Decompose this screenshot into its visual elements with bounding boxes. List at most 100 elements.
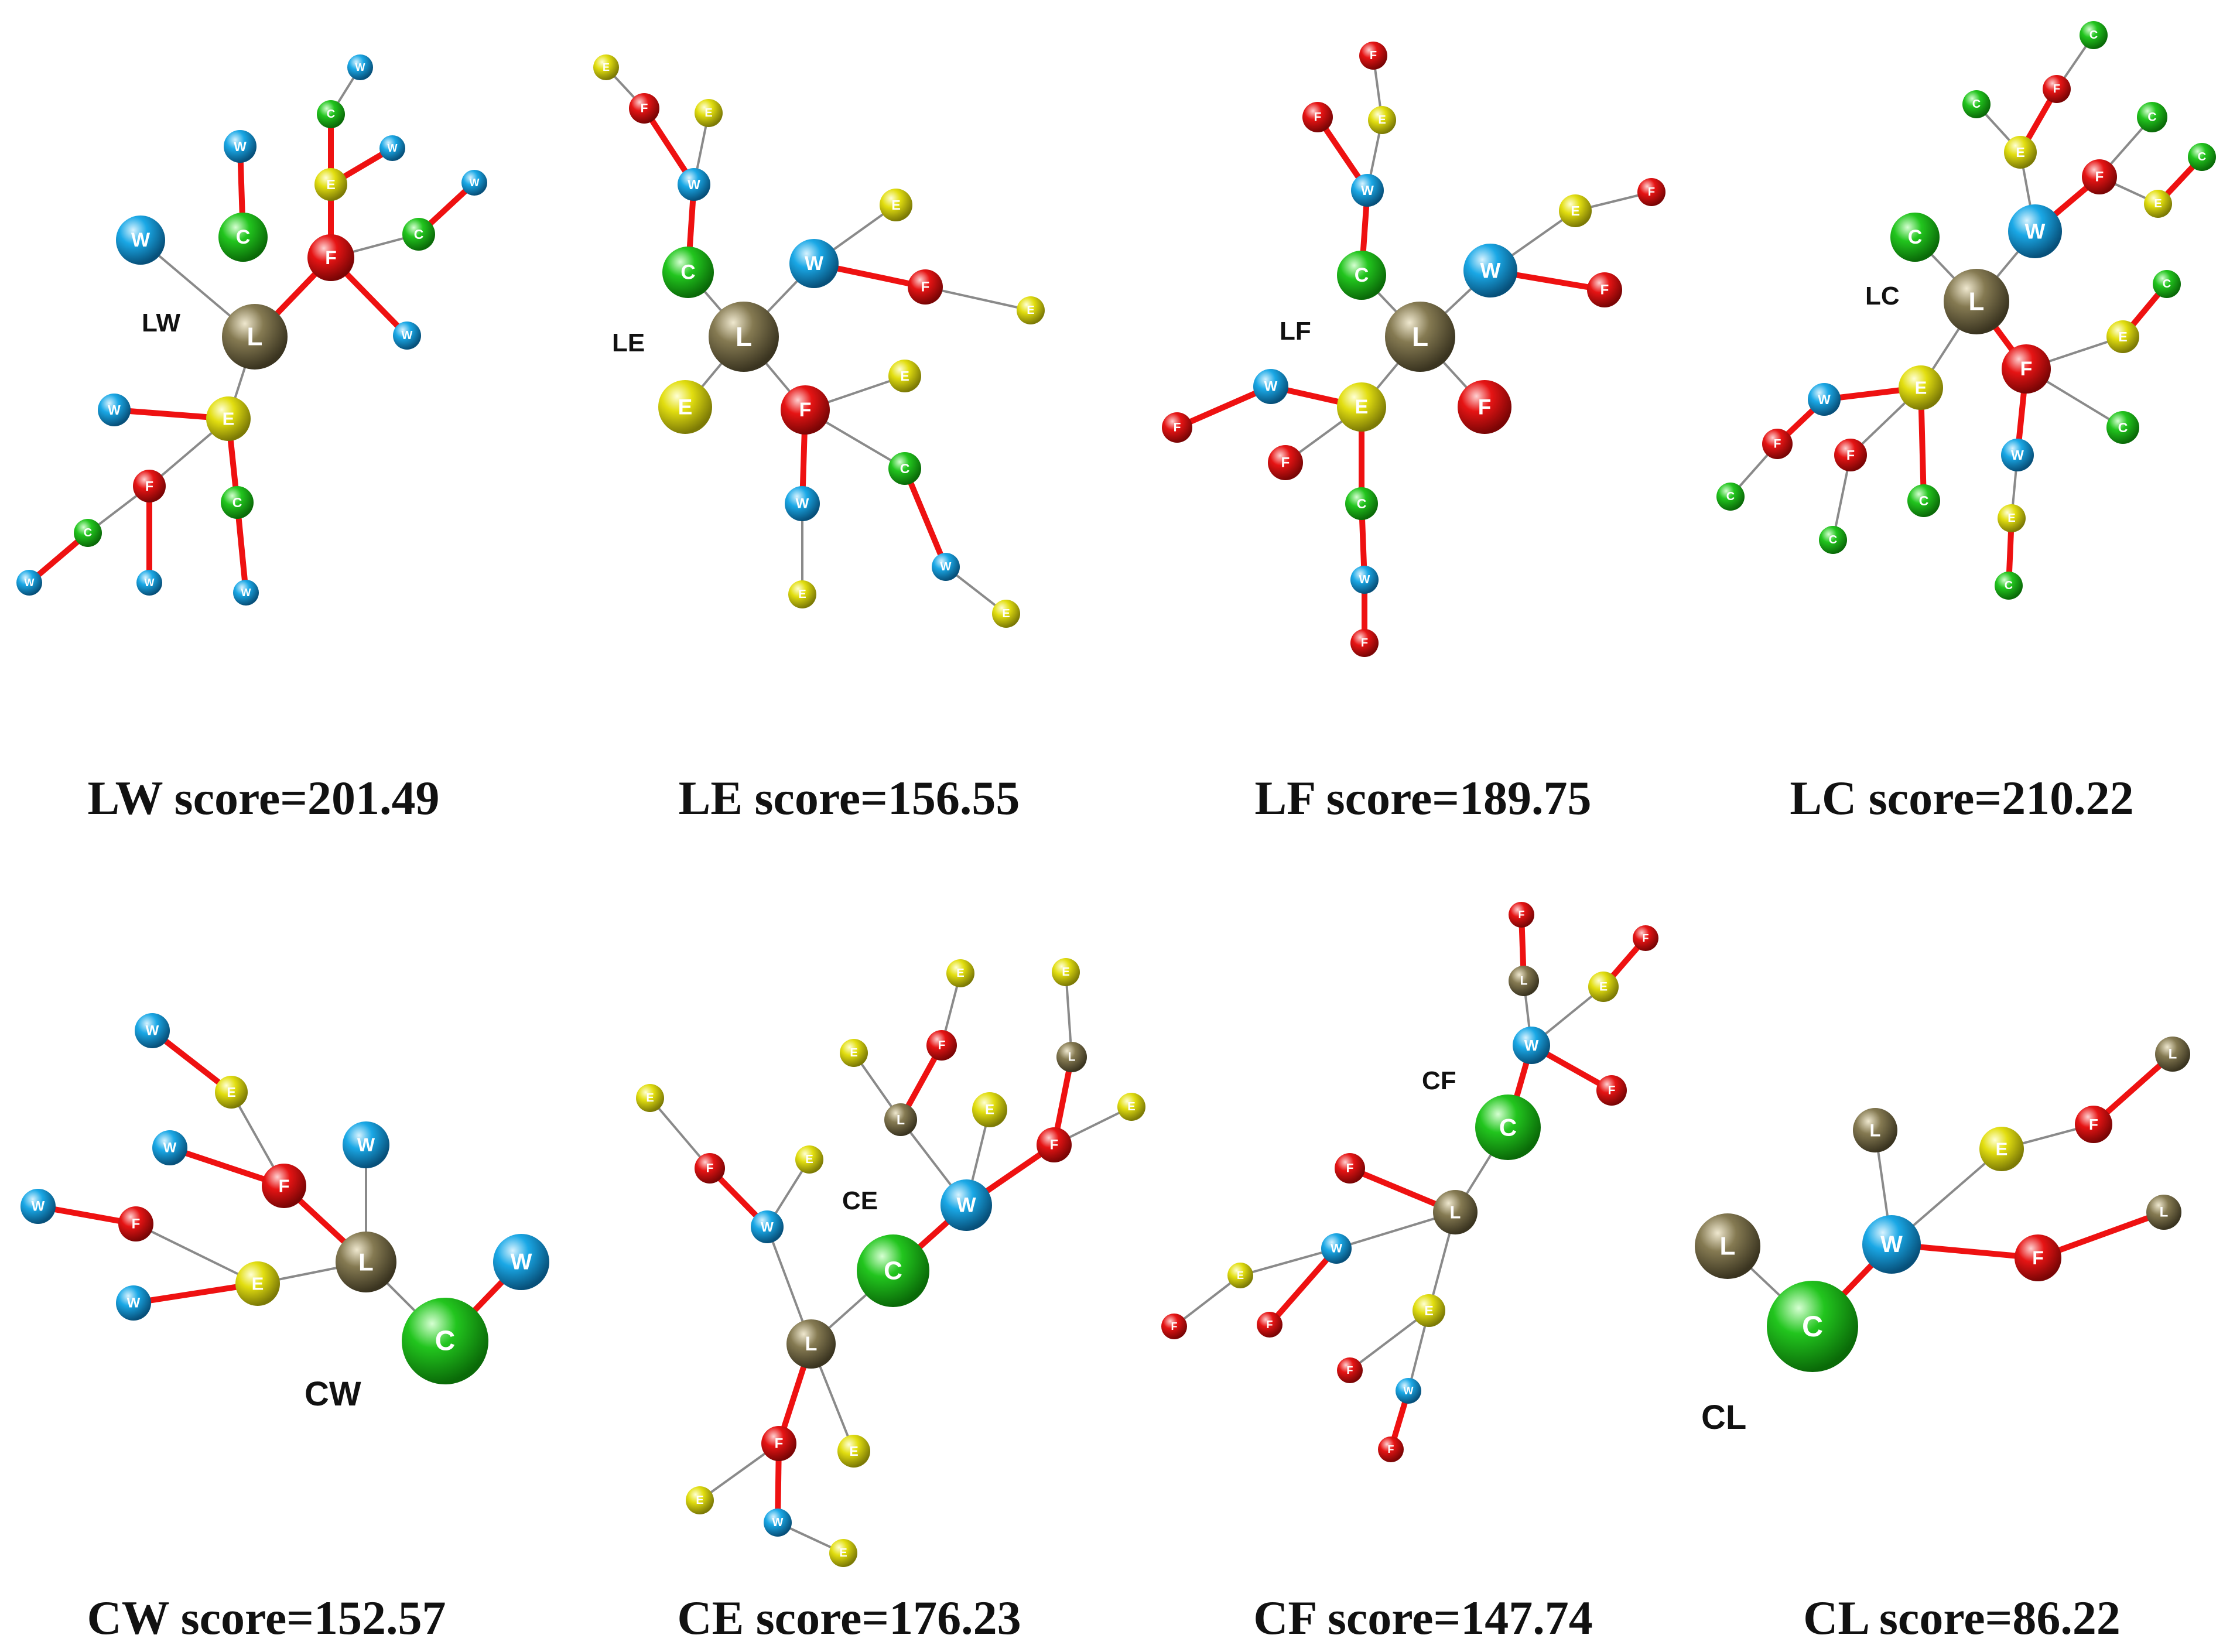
svg-text:W: W — [1404, 1385, 1414, 1397]
svg-text:F: F — [1648, 186, 1655, 199]
svg-text:E: E — [798, 588, 806, 601]
panel-lw: W C W F E C W W C W W E W F C W C W W L … — [16, 54, 487, 825]
svg-text:E: E — [1355, 396, 1369, 418]
svg-text:E: E — [1599, 980, 1608, 994]
svg-text:F: F — [1370, 49, 1377, 62]
panel-label-cw: CW — [305, 1375, 361, 1413]
svg-text:C: C — [1726, 490, 1735, 503]
score-lc: LC score=210.22 — [1790, 771, 2133, 825]
svg-text:F: F — [799, 399, 812, 421]
score-lw: LW score=201.49 — [87, 771, 439, 825]
svg-text:F: F — [1281, 455, 1290, 471]
svg-text:E: E — [704, 107, 712, 119]
svg-text:E: E — [1062, 966, 1069, 979]
svg-text:E: E — [2154, 197, 2162, 210]
svg-text:W: W — [796, 496, 809, 512]
panel-lf: C W F E F W E F F F E W F F C W F L LF L… — [1162, 42, 1665, 825]
svg-text:C: C — [2163, 278, 2171, 290]
svg-text:E: E — [985, 1102, 994, 1118]
svg-text:W: W — [470, 177, 480, 189]
svg-text:E: E — [839, 1547, 847, 1559]
svg-text:W: W — [761, 1219, 774, 1234]
score-le: LE score=156.55 — [679, 771, 1020, 825]
score-ce: CE score=176.23 — [677, 1591, 1021, 1644]
svg-text:W: W — [1359, 573, 1370, 586]
svg-text:E: E — [1378, 114, 1386, 126]
svg-text:W: W — [163, 1140, 177, 1156]
svg-text:W: W — [241, 587, 251, 598]
svg-text:E: E — [891, 197, 900, 213]
svg-text:W: W — [357, 1134, 375, 1155]
svg-text:F: F — [132, 1216, 141, 1232]
panel-lc: C E C F C W F C E C E W F C F C C F E C … — [1716, 21, 2216, 825]
svg-text:L: L — [1870, 1120, 1881, 1141]
panel-label-le: LE — [612, 329, 645, 357]
svg-text:C: C — [84, 526, 92, 539]
svg-text:L: L — [2169, 1046, 2177, 1062]
svg-text:F: F — [1519, 909, 1525, 921]
svg-text:E: E — [2118, 329, 2127, 344]
svg-text:W: W — [2011, 447, 2024, 463]
svg-text:E: E — [2016, 145, 2024, 160]
svg-text:F: F — [775, 1436, 784, 1452]
svg-text:L: L — [1412, 321, 1428, 352]
svg-text:E: E — [956, 967, 964, 980]
svg-text:F: F — [1600, 282, 1609, 298]
svg-text:W: W — [956, 1194, 976, 1217]
panel-label-cl: CL — [1701, 1398, 1746, 1436]
svg-text:C: C — [1357, 496, 1367, 511]
svg-text:W: W — [772, 1516, 784, 1529]
svg-text:W: W — [688, 177, 700, 192]
svg-text:F: F — [1361, 637, 1368, 649]
svg-text:C: C — [1972, 98, 1981, 111]
svg-text:E: E — [1027, 304, 1034, 317]
svg-text:F: F — [1346, 1162, 1354, 1175]
svg-text:F: F — [1314, 111, 1322, 124]
panel-cw: W F E W W E F W W W L C CW CW score=152.… — [20, 1013, 549, 1644]
svg-text:W: W — [234, 139, 247, 154]
svg-text:F: F — [2032, 1247, 2044, 1268]
svg-text:W: W — [1331, 1242, 1342, 1256]
svg-text:W: W — [32, 1199, 45, 1215]
svg-text:C: C — [1919, 493, 1929, 508]
svg-text:F: F — [1846, 447, 1855, 463]
svg-text:E: E — [326, 177, 335, 192]
panel-cf: W L F E F F F W E F F E F W F L C CF CF … — [1161, 902, 1658, 1644]
svg-text:W: W — [511, 1250, 532, 1275]
panel-label-lc: LC — [1865, 282, 1900, 310]
svg-text:F: F — [938, 1039, 946, 1052]
svg-text:C: C — [2198, 151, 2206, 163]
svg-text:W: W — [1361, 183, 1374, 198]
svg-text:F: F — [1608, 1084, 1616, 1097]
svg-text:F: F — [1050, 1137, 1059, 1153]
svg-text:E: E — [1996, 1139, 2008, 1160]
svg-text:E: E — [252, 1274, 264, 1294]
svg-text:E: E — [646, 1092, 654, 1104]
svg-text:E: E — [1127, 1100, 1135, 1113]
svg-text:W: W — [1264, 379, 1278, 395]
svg-text:E: E — [1002, 607, 1010, 620]
svg-text:W: W — [108, 402, 121, 418]
svg-text:L: L — [1450, 1202, 1461, 1223]
svg-text:F: F — [1643, 932, 1649, 944]
score-cw: CW score=152.57 — [87, 1591, 446, 1644]
svg-text:C: C — [414, 227, 424, 242]
svg-text:L: L — [2160, 1205, 2169, 1220]
svg-text:W: W — [1818, 392, 1831, 407]
svg-text:E: E — [678, 395, 693, 419]
svg-text:E: E — [1915, 378, 1927, 398]
svg-text:W: W — [1524, 1037, 1539, 1054]
svg-text:F: F — [1774, 437, 1781, 451]
svg-text:E: E — [850, 1046, 857, 1059]
svg-text:L: L — [805, 1333, 818, 1355]
svg-text:E: E — [1424, 1303, 1433, 1318]
score-cf: CF score=147.74 — [1253, 1591, 1593, 1644]
svg-text:C: C — [2147, 111, 2156, 124]
svg-text:F: F — [641, 102, 648, 115]
svg-text:W: W — [127, 1295, 141, 1311]
svg-text:L: L — [1720, 1232, 1736, 1261]
panel-cl: L L E F L F L W C CL CL score=86.22 — [1695, 1037, 2190, 1644]
svg-text:W: W — [402, 329, 413, 342]
score-cl: CL score=86.22 — [1803, 1591, 2121, 1644]
svg-text:W: W — [355, 61, 365, 73]
